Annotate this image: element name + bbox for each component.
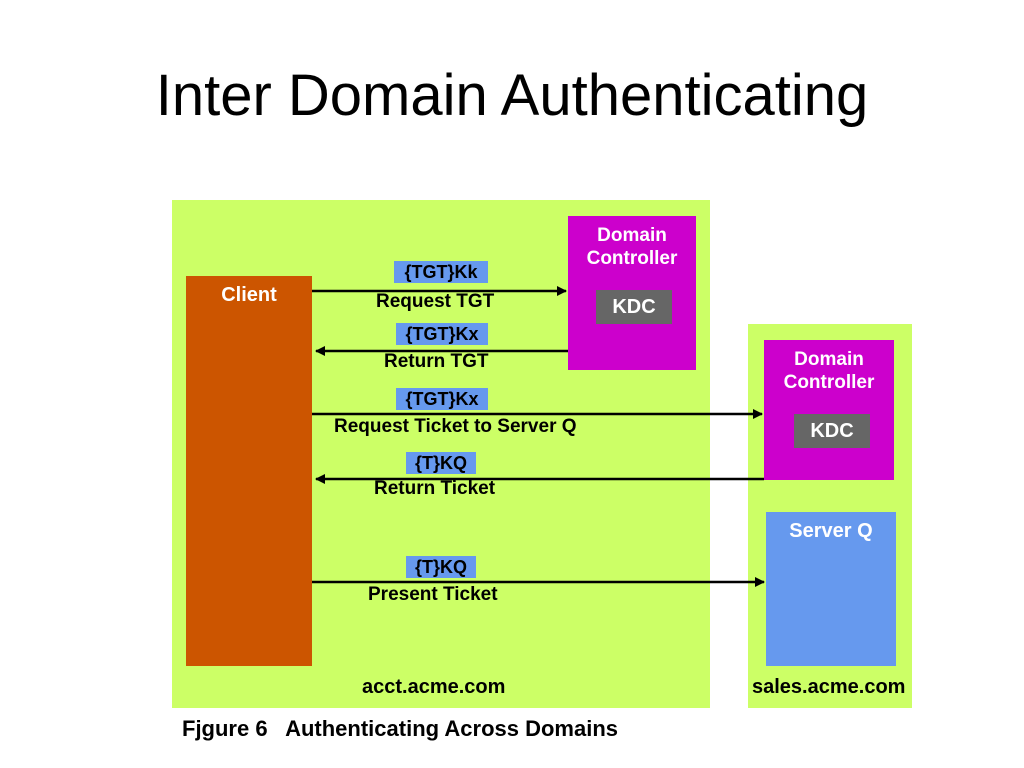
acct-kdc-box: KDC: [596, 290, 672, 324]
acct-dc-label-line1: Domain: [597, 225, 667, 246]
server-q-label: Server Q: [789, 520, 873, 542]
message-label-1: Request TGT: [376, 291, 495, 312]
message-tag-3: {TGT}Kx: [396, 388, 488, 410]
message-label-3: Request Ticket to Server Q: [334, 416, 577, 437]
message-tag-2: {TGT}Kx: [396, 323, 488, 345]
message-tag-1: {TGT}Kk: [394, 261, 488, 283]
sales-domain-label: sales.acme.com: [752, 676, 906, 698]
message-label-2: Return TGT: [384, 351, 489, 372]
acct-domain-controller: Domain Controller: [568, 216, 696, 370]
message-tag-5: {T}KQ: [406, 556, 476, 578]
acct-dc-label-line2: Controller: [586, 248, 678, 269]
message-label-4: Return Ticket: [374, 478, 496, 499]
client-label: Client: [221, 284, 277, 306]
message-label-5: Present Ticket: [368, 584, 498, 605]
server-q-box: Server Q: [766, 512, 896, 666]
message-tag-4: {T}KQ: [406, 452, 476, 474]
sales-kdc-box: KDC: [794, 414, 870, 448]
client-box: Client: [186, 276, 312, 666]
figure-caption: Fjgure 6 Authenticating Across Domains: [182, 716, 618, 741]
acct-domain-label: acct.acme.com: [362, 676, 506, 698]
sales-dc-label-line2: Controller: [783, 372, 875, 393]
sales-domain-controller: Domain Controller: [764, 340, 894, 480]
slide-title: Inter Domain Authenticating: [155, 63, 869, 128]
acct-dc-label: Domain Controller: [568, 224, 696, 270]
sales-dc-label: Domain Controller: [764, 348, 894, 394]
sales-dc-label-line1: Domain: [794, 349, 864, 370]
